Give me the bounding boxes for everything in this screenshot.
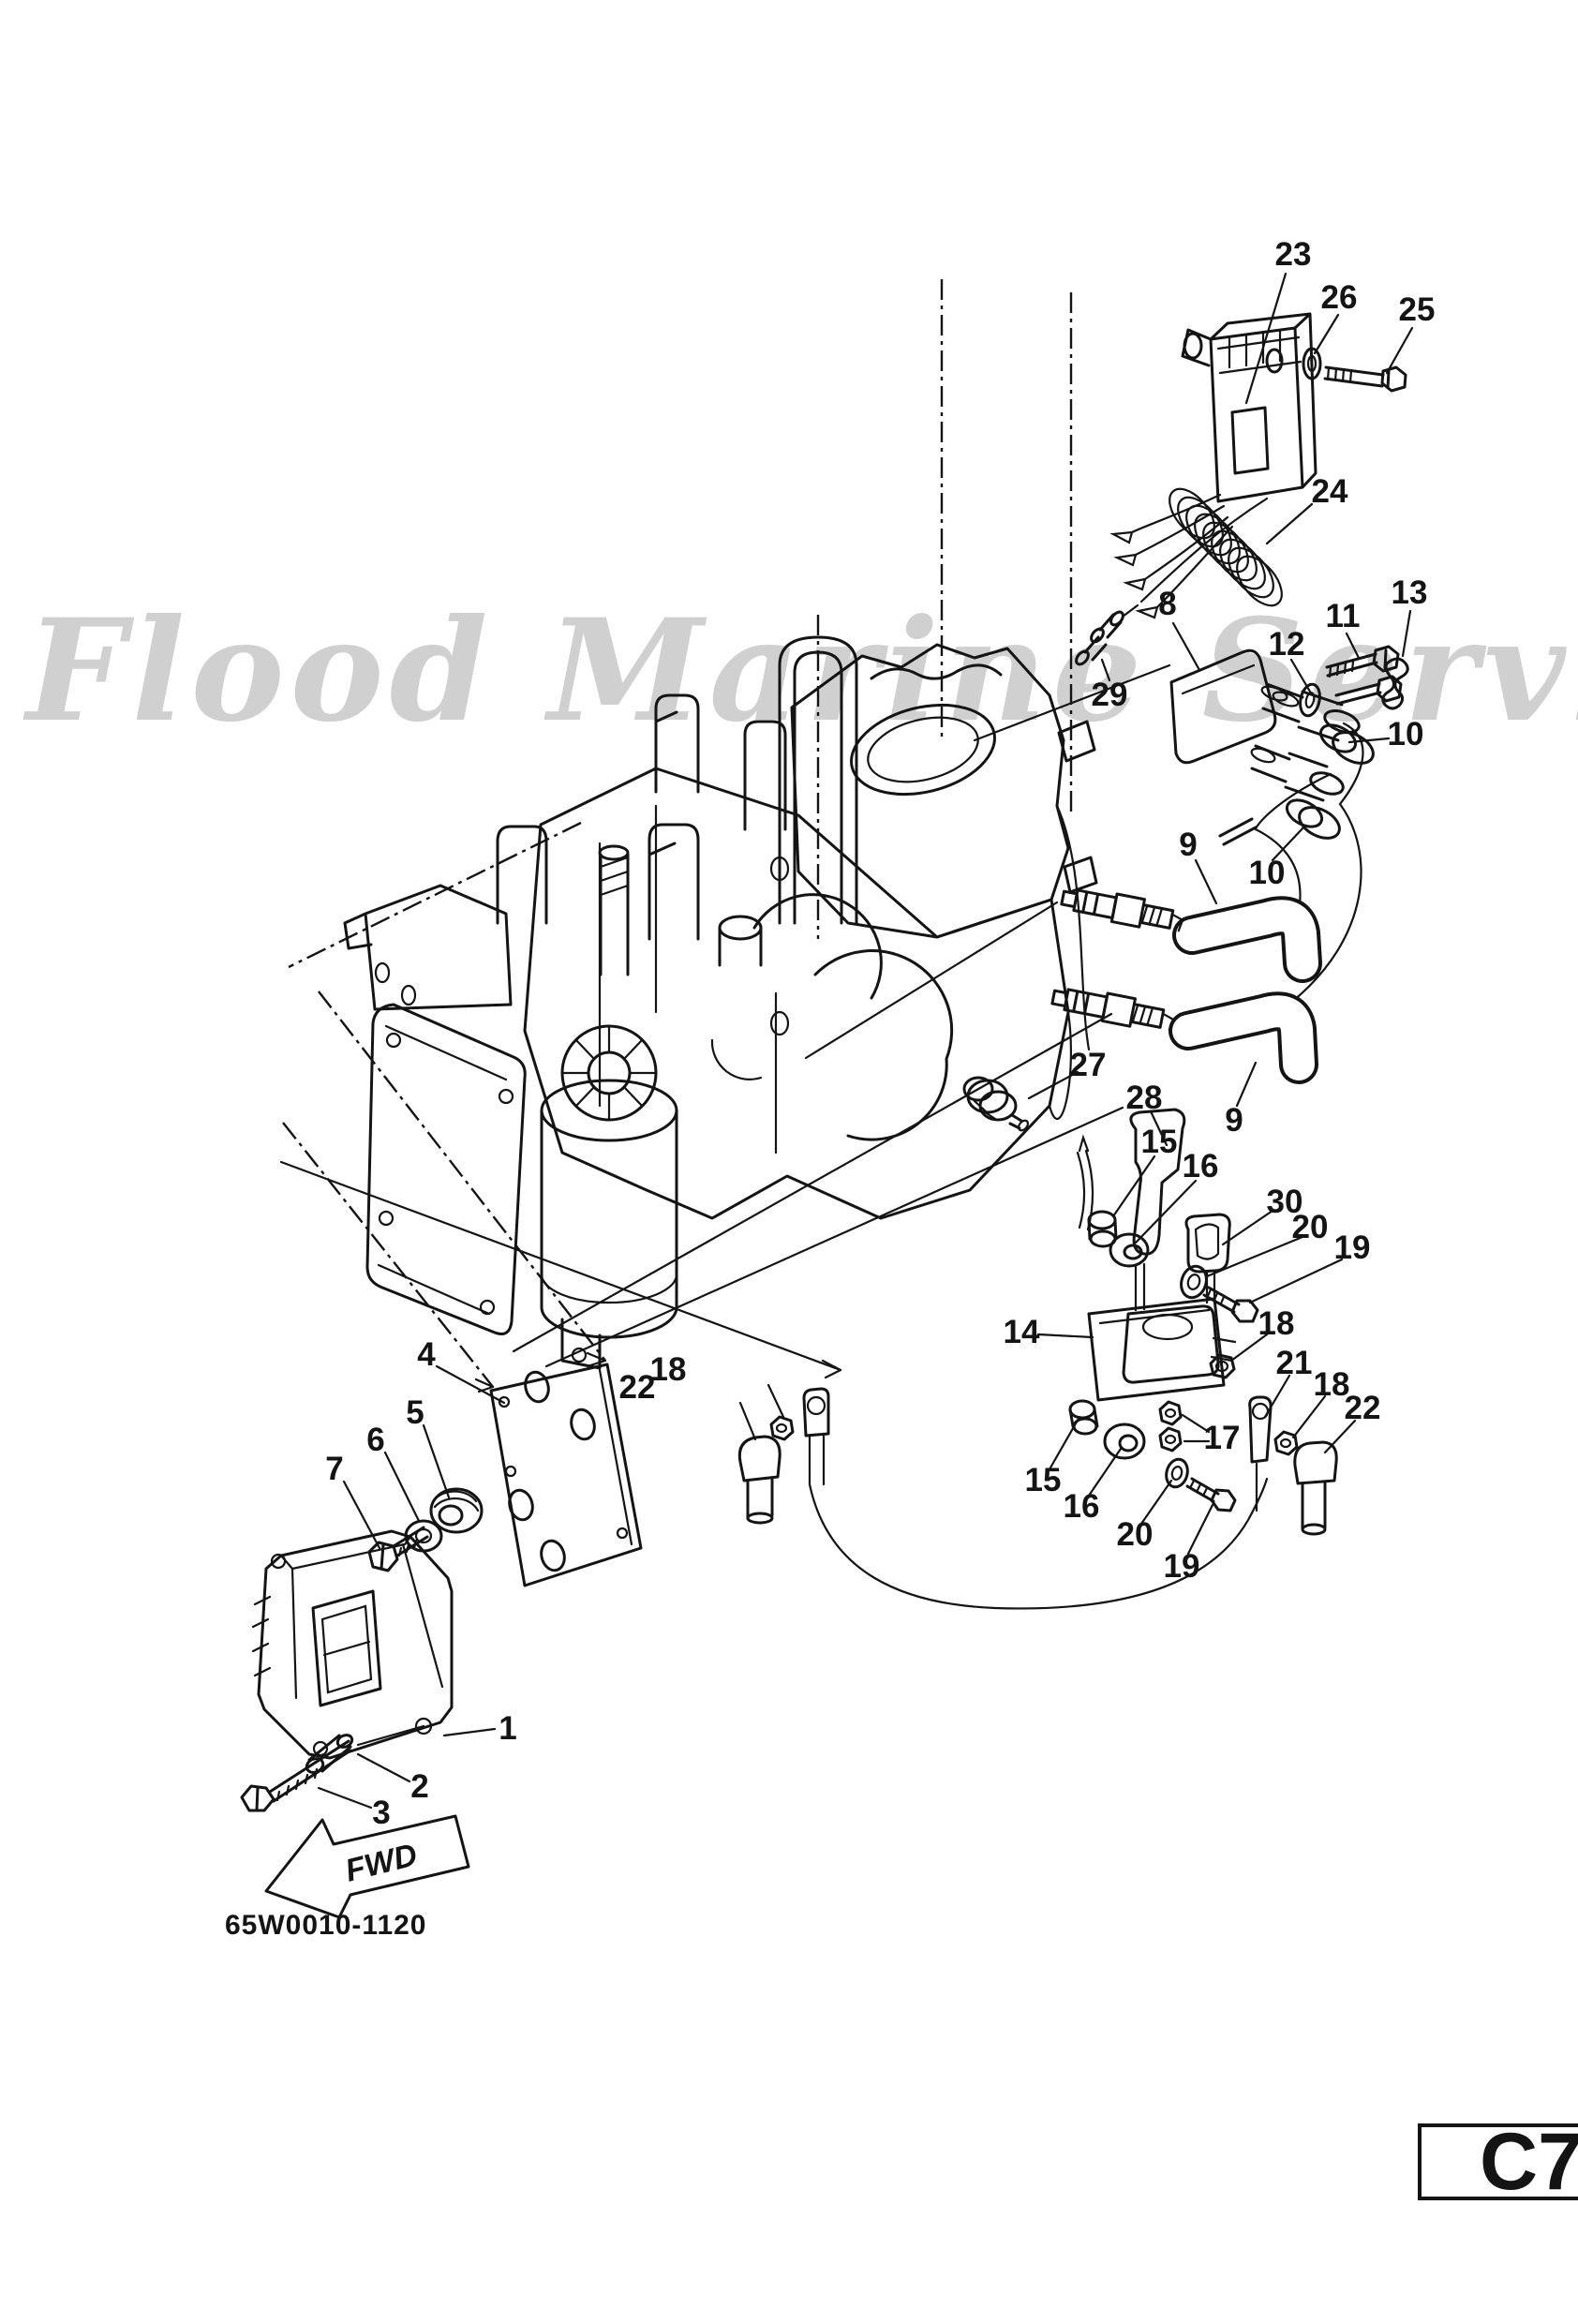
part-20-washer-bottom bbox=[1165, 1457, 1189, 1489]
page-label: C7 bbox=[1480, 2117, 1578, 2207]
terminal-18-22-left bbox=[737, 1387, 830, 1525]
part-26-washer bbox=[1302, 347, 1322, 380]
fwd-arrow: FWD bbox=[264, 1814, 470, 1919]
part-20-washer-top bbox=[1180, 1264, 1208, 1300]
high-tension-leads bbox=[1218, 722, 1364, 1003]
part-19-bolt-top bbox=[1202, 1286, 1259, 1323]
part-22-cap-right bbox=[1293, 1440, 1338, 1536]
part-5-grommet bbox=[429, 1487, 484, 1534]
leader-lines bbox=[279, 272, 1414, 1810]
part-12-washer bbox=[1299, 682, 1321, 718]
engine-block bbox=[343, 635, 1098, 1335]
ignition-coil-assembly bbox=[1050, 645, 1409, 1084]
part-8-ignition-coil bbox=[1169, 648, 1361, 802]
starter-relay-group bbox=[737, 1210, 1338, 1610]
part-1-cdi-unit bbox=[251, 1529, 454, 1760]
watermark-text: Flood Marine Services bbox=[26, 588, 1578, 753]
part-19-bolt-bottom bbox=[1185, 1477, 1237, 1512]
part-3-bolt bbox=[240, 1739, 352, 1812]
part-4-bracket-plate bbox=[489, 1363, 643, 1587]
part-9-plug-boots bbox=[1169, 896, 1322, 1084]
cdi-group bbox=[240, 1363, 643, 1812]
reference-lines bbox=[282, 279, 1073, 1393]
part-18-nut-a bbox=[1209, 1353, 1236, 1379]
part-16-grommet-top bbox=[1109, 1232, 1150, 1268]
part-25-bolt bbox=[1323, 365, 1407, 393]
spark-plugs bbox=[1050, 888, 1184, 1032]
part-29-bullet-connectors bbox=[1075, 610, 1124, 666]
switch-lead-wires bbox=[1109, 493, 1269, 619]
part-10-grommets bbox=[1285, 723, 1375, 840]
part-13-wire-clamp bbox=[1381, 657, 1409, 710]
starter-motor bbox=[540, 844, 678, 1370]
drawing-code: 65W0010-1120 bbox=[225, 1910, 427, 1941]
part-18-nut-b bbox=[1273, 1430, 1299, 1456]
battery-cable bbox=[808, 1433, 1269, 1610]
part-14-relay-bracket bbox=[1087, 1262, 1237, 1402]
part-16-grommet-bottom bbox=[1103, 1423, 1146, 1460]
page-label-box: C7 bbox=[1418, 2117, 1578, 2207]
neutral-switch-assembly bbox=[1075, 312, 1407, 666]
part-27-oil-pressure-switch bbox=[962, 1076, 1030, 1132]
part-17-nuts bbox=[1158, 1400, 1183, 1452]
part-15-collar-top bbox=[1087, 1210, 1118, 1248]
part-15-collar-bottom bbox=[1068, 1399, 1099, 1436]
part-23-switch bbox=[1181, 312, 1317, 503]
